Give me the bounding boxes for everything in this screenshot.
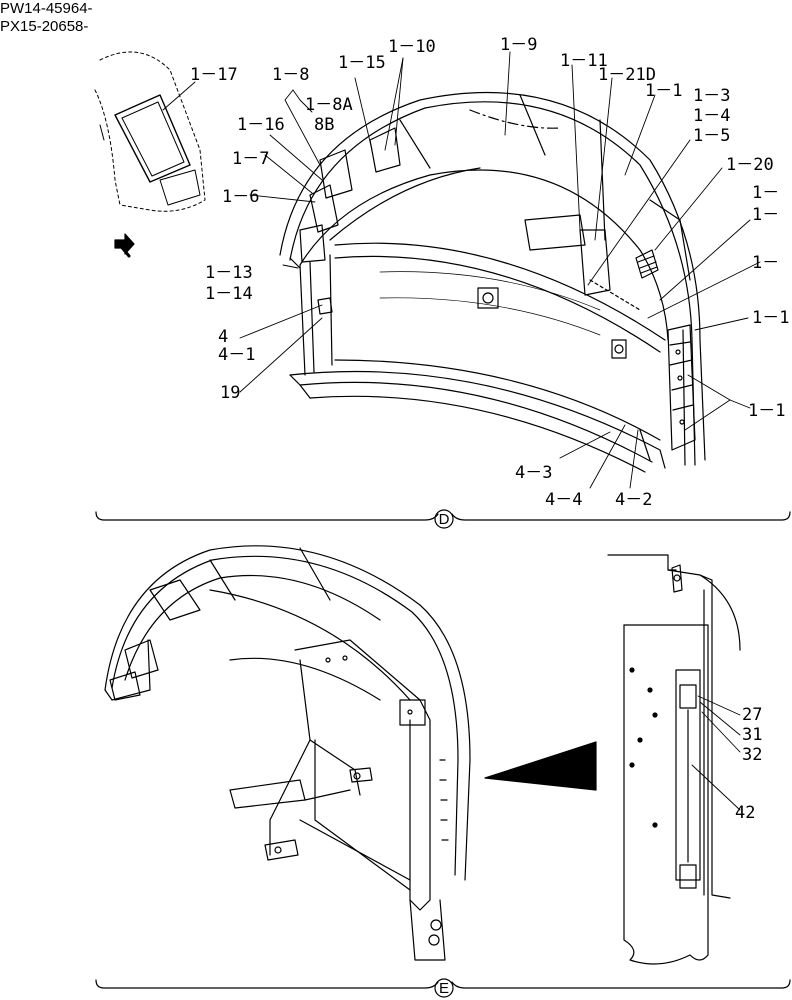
callout-4-4: 4－4 — [545, 490, 582, 510]
callout-1-8A: 1－8A — [305, 95, 353, 115]
callout-1-20: 1－20 — [726, 155, 774, 175]
hinge-detail-view — [607, 554, 741, 965]
callout-4: 4 — [218, 327, 228, 347]
callout-1-cut-e: 1－1 — [748, 401, 785, 421]
arrow-icon — [114, 233, 135, 258]
callout-31: 31 — [742, 725, 762, 745]
callout-1-10: 1－10 — [388, 37, 436, 57]
callout-42: 42 — [735, 803, 755, 823]
callout-4-3: 4－3 — [515, 463, 552, 483]
callout-1-5: 1－5 — [693, 126, 730, 146]
callout-27: 27 — [742, 705, 762, 725]
callout-1-8: 1－8 — [272, 65, 309, 85]
callout-8B: 8B — [314, 115, 334, 135]
leader-lines-d — [162, 51, 761, 489]
callout-32: 32 — [742, 745, 762, 765]
callout-1-cut-b: 1－ — [752, 205, 779, 225]
view-e-bracket — [95, 978, 791, 998]
callout-1-cut-a: 1－ — [752, 183, 779, 203]
view-d-bracket — [95, 509, 791, 529]
callout-1-17: 1－17 — [190, 65, 238, 85]
callout-19: 19 — [220, 383, 240, 403]
callout-1-3: 1－3 — [693, 86, 730, 106]
leader-lines-e — [691, 695, 741, 811]
callout-1-15: 1－15 — [338, 53, 386, 73]
view-pointer-wedge — [484, 741, 597, 791]
callout-1-9: 1－9 — [500, 35, 537, 55]
cab-inset-sketch — [94, 51, 206, 212]
fender-isometric-view — [104, 545, 471, 961]
callout-1-cut-d: 1－1 — [752, 308, 789, 328]
callout-1-1: 1－1 — [645, 81, 682, 101]
callout-4-1: 4－1 — [218, 345, 255, 365]
view-label-e: E — [439, 980, 449, 997]
callout-1-6: 1－6 — [222, 187, 259, 207]
callout-1-4: 1－4 — [693, 106, 730, 126]
view-label-d: D — [439, 511, 450, 528]
callout-1-11: 1－11 — [560, 51, 608, 71]
callout-1-16: 1－16 — [237, 115, 285, 135]
callout-1-21D: 1－21D — [598, 65, 656, 85]
callout-4-2: 4－2 — [615, 490, 652, 510]
serial-range-2: PX15-20658- — [0, 18, 89, 35]
fender-shell-outline — [279, 91, 706, 473]
callout-1-13: 1－13 — [205, 263, 253, 283]
fender-side-details — [289, 127, 696, 466]
callout-1-7: 1－7 — [232, 149, 269, 169]
callout-1-cut-c: 1－ — [752, 253, 779, 273]
serial-range-1: PW14-45964- — [0, 0, 93, 17]
callout-1-14: 1－14 — [205, 284, 253, 304]
